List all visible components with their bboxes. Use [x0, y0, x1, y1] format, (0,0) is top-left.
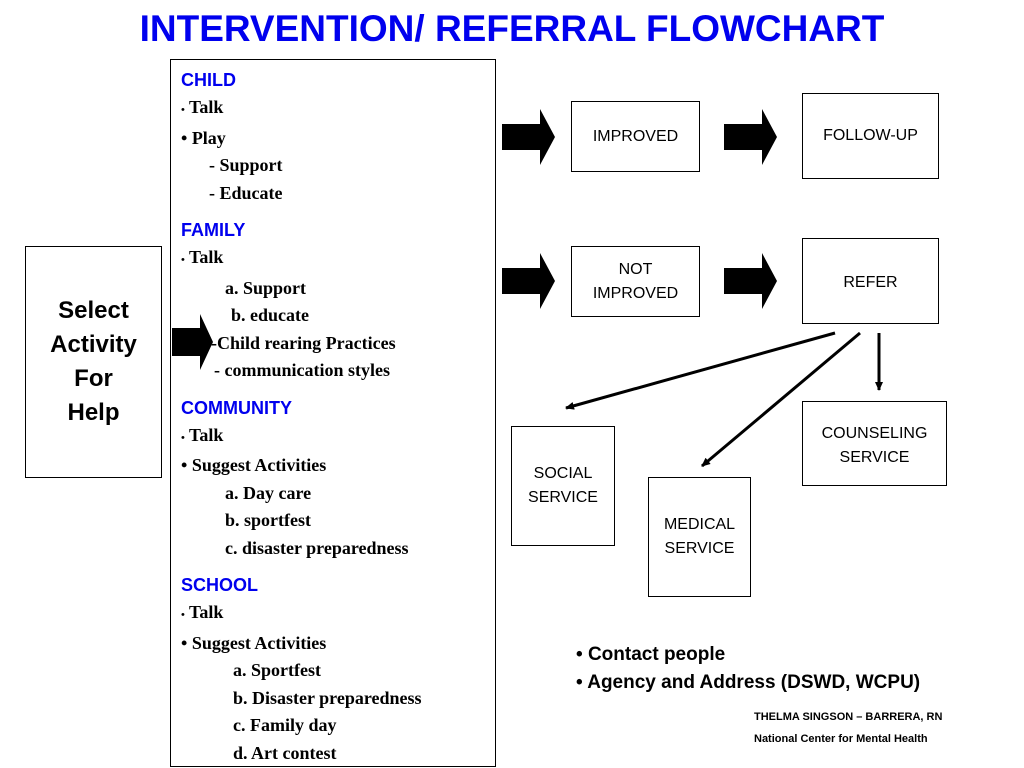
school-item: • Suggest Activities	[181, 632, 327, 653]
follow-up-label: FOLLOW-UP	[823, 127, 918, 144]
social-line-1: SOCIAL	[533, 465, 593, 482]
not-improved-box: NOT IMPROVED	[571, 246, 700, 317]
page-title: INTERVENTION/ REFERRAL FLOWCHART	[139, 8, 885, 49]
follow-up-box: FOLLOW-UP	[802, 93, 939, 179]
improved-box: IMPROVED	[571, 101, 700, 172]
community-title: COMMUNITY	[181, 397, 292, 418]
community-item: • Talk	[181, 424, 224, 445]
child-section: CHILD • Talk • Play - Support - Educate	[181, 68, 495, 207]
medical-service-box: MEDICAL SERVICE	[648, 477, 751, 597]
community-item: c. disaster preparedness	[225, 537, 409, 558]
family-item: -Child rearing Practices	[211, 332, 396, 353]
notes-list: • Contact people • Agency and Address (D…	[576, 641, 920, 697]
refer-label: REFER	[843, 274, 898, 291]
community-section: COMMUNITY • Talk • Suggest Activities a.…	[181, 396, 495, 563]
credit-author: THELMA SINGSON – BARRERA, RN	[754, 711, 943, 723]
school-item: • Talk	[181, 602, 224, 622]
block-arrow-to-not-improved	[502, 253, 555, 309]
start-line-2: Activity	[50, 331, 137, 358]
social-service-box: SOCIAL SERVICE	[511, 426, 615, 546]
school-title: SCHOOL	[181, 575, 259, 595]
medical-line-1: MEDICAL	[663, 516, 736, 533]
child-item: • Talk	[181, 97, 224, 117]
refer-box: REFER	[802, 238, 939, 324]
arrow-refer-to-social	[565, 331, 836, 410]
improved-label: IMPROVED	[592, 127, 679, 145]
start-line-1: Select	[58, 297, 129, 324]
community-item: b. sportfest	[225, 510, 311, 530]
block-arrow-to-activities	[172, 314, 213, 370]
not-improved-line-2: IMPROVED	[592, 284, 679, 302]
family-item: a. Support	[225, 277, 307, 298]
select-activity-box: Select Activity For Help	[25, 246, 162, 478]
family-section: FAMILY • Talk a. Support b. educate -Chi…	[181, 218, 495, 385]
family-title: FAMILY	[181, 220, 246, 240]
family-item: • Talk	[181, 247, 224, 267]
school-item: b. Disaster preparedness	[233, 687, 422, 708]
school-item: d. Art contest	[233, 742, 337, 763]
not-improved-line-1: NOT	[618, 260, 653, 278]
credit-organization: National Center for Mental Health	[754, 733, 928, 745]
family-item: - communication styles	[214, 360, 390, 380]
community-item: a. Day care	[225, 482, 312, 503]
child-title: CHILD	[181, 70, 236, 90]
community-item: • Suggest Activities	[181, 455, 327, 475]
credit-block: THELMA SINGSON – BARRERA, RN National Ce…	[754, 706, 942, 750]
school-item: a. Sportfest	[233, 660, 321, 680]
arrow-refer-to-medical	[701, 331, 861, 468]
school-item: c. Family day	[233, 715, 337, 735]
social-line-2: SERVICE	[528, 489, 598, 506]
counseling-line-1: COUNSELING	[821, 425, 928, 442]
child-item: • Play	[181, 127, 226, 148]
counseling-service-box: COUNSELING SERVICE	[802, 401, 947, 486]
block-arrow-to-refer	[724, 253, 777, 309]
child-item: - Educate	[209, 182, 283, 203]
note-item: • Contact people	[576, 644, 726, 665]
start-line-3: For	[74, 365, 113, 392]
block-arrow-to-improved	[502, 109, 555, 165]
child-item: - Support	[209, 155, 283, 175]
medical-line-2: SERVICE	[664, 540, 735, 557]
counseling-line-2: SERVICE	[839, 449, 910, 466]
block-arrow-to-follow-up	[724, 109, 777, 165]
note-item: • Agency and Address (DSWD, WCPU)	[576, 672, 921, 693]
family-item: b. educate	[231, 305, 309, 325]
start-line-4: Help	[67, 399, 120, 426]
school-section: SCHOOL • Talk • Suggest Activities a. Sp…	[181, 573, 495, 767]
activities-box: CHILD • Talk • Play - Support - Educate …	[170, 59, 496, 767]
